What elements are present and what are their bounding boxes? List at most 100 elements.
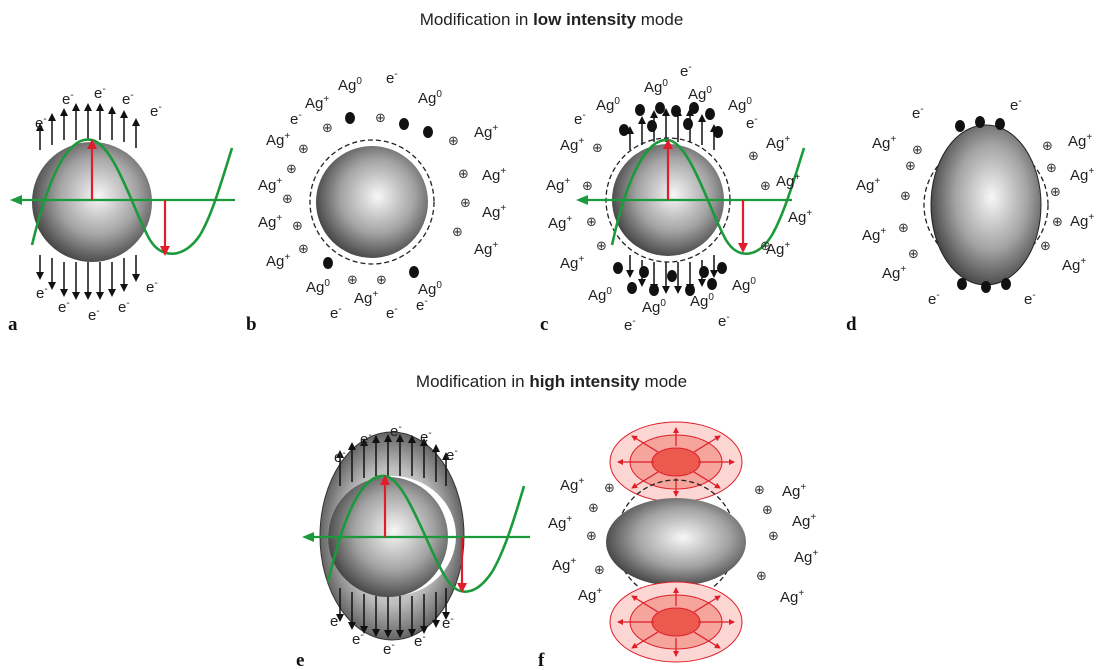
svg-text:e-: e-: [718, 312, 730, 330]
svg-text:⊕: ⊕: [376, 273, 387, 288]
panel-b: ⊕ ⊕ ⊕ ⊕ ⊕ ⊕ ⊕ ⊕ ⊕ ⊕ ⊕ ⊕ ⊕ Ag0 e- Ag0 Ag+…: [246, 69, 506, 335]
svg-text:Ag+: Ag+: [546, 176, 570, 194]
svg-text:Ag+: Ag+: [482, 166, 506, 184]
flattened-nanoparticle-f: [606, 498, 746, 586]
svg-text:⊕: ⊕: [1052, 215, 1063, 230]
svg-text:Ag+: Ag+: [266, 252, 290, 270]
svg-text:Ag+: Ag+: [776, 172, 800, 190]
hotspot-bottom-f: [609, 581, 743, 663]
svg-text:e-: e-: [680, 62, 692, 80]
silver-atom-dots-d: [955, 116, 1011, 293]
svg-text:Ag+: Ag+: [258, 213, 282, 231]
panel-a: e- e- e- e- e- e- e- e- e- e- a: [8, 84, 235, 335]
panel-label-f: f: [538, 650, 545, 670]
species-labels-d: e- e- Ag+ Ag+ Ag+ Ag+ Ag+ Ag+ Ag+ Ag+ e-…: [856, 96, 1094, 308]
svg-text:⊕: ⊕: [460, 196, 471, 211]
heading-low-intensity: Modification in low intensity mode: [0, 10, 1103, 30]
svg-text:⊕: ⊕: [586, 215, 597, 230]
svg-text:Ag0: Ag0: [596, 96, 620, 114]
svg-text:e-: e-: [574, 110, 586, 128]
svg-text:⊕: ⊕: [760, 239, 771, 254]
svg-text:⊕: ⊕: [347, 273, 358, 288]
svg-text:Ag+: Ag+: [1070, 166, 1094, 184]
svg-text:⊕: ⊕: [768, 529, 779, 544]
svg-text:e-: e-: [36, 284, 48, 302]
species-labels-c: e- Ag0 Ag0 Ag0 Ag0 e- e- Ag+ Ag+ Ag+ Ag+…: [546, 62, 812, 334]
svg-text:⊕: ⊕: [286, 162, 297, 177]
svg-text:⊕: ⊕: [582, 179, 593, 194]
svg-text:e-: e-: [624, 316, 636, 334]
svg-text:e-: e-: [330, 612, 342, 630]
species-labels-f: Ag+ Ag+ Ag+ Ag+ Ag+ Ag+ Ag+ Ag+: [548, 476, 818, 606]
svg-text:⊕: ⊕: [748, 149, 759, 164]
svg-text:Ag+: Ag+: [766, 134, 790, 152]
svg-text:Ag+: Ag+: [1068, 132, 1092, 150]
svg-text:e-: e-: [290, 110, 302, 128]
svg-text:e-: e-: [383, 640, 395, 658]
svg-text:⊕: ⊕: [604, 481, 615, 496]
panel-d: ⊕ ⊕ ⊕ ⊕ ⊕ ⊕ ⊕ ⊕ ⊕ ⊕ e- e- Ag+ Ag+ Ag+ Ag…: [846, 96, 1094, 335]
svg-text:⊕: ⊕: [596, 239, 607, 254]
panel-c: ⊕ ⊕ ⊕ ⊕ ⊕ ⊕ ⊕ e- Ag0 Ag0 Ag0 Ag0 e- e- A…: [540, 62, 812, 335]
svg-text:Ag+: Ag+: [794, 548, 818, 566]
svg-text:Ag+: Ag+: [258, 176, 282, 194]
svg-text:e-: e-: [330, 304, 342, 322]
light-wave-e: [326, 474, 526, 593]
svg-text:Ag+: Ag+: [872, 134, 896, 152]
panel-e: e- e- e- e- e- e- e- e- e- e- e: [296, 422, 530, 670]
silver-atom-dots-b: [323, 112, 433, 278]
svg-text:e-: e-: [118, 298, 130, 316]
elongated-nanoparticle-d: [930, 124, 1042, 286]
svg-text:e-: e-: [386, 304, 398, 322]
svg-text:⊕: ⊕: [754, 483, 765, 498]
svg-text:e-: e-: [88, 306, 100, 324]
svg-text:⊕: ⊕: [1042, 139, 1053, 154]
svg-text:Ag0: Ag0: [644, 78, 668, 96]
svg-text:⊕: ⊕: [762, 503, 773, 518]
silver-atom-dots-c: [613, 102, 727, 296]
svg-text:Ag+: Ag+: [862, 226, 886, 244]
svg-text:e-: e-: [928, 290, 940, 308]
svg-text:Ag+: Ag+: [482, 203, 506, 221]
heading-high-intensity: Modification in high intensity mode: [0, 372, 1103, 392]
positive-charge-markers-b: ⊕ ⊕ ⊕ ⊕ ⊕ ⊕ ⊕ ⊕ ⊕ ⊕ ⊕ ⊕ ⊕: [282, 111, 471, 288]
svg-text:e-: e-: [420, 428, 432, 446]
svg-text:Ag0: Ag0: [418, 280, 442, 298]
heading-high-suffix: mode: [639, 372, 688, 391]
panel-label-d: d: [846, 314, 857, 335]
svg-text:e-: e-: [146, 278, 158, 296]
hotspot-top-f: [609, 421, 743, 503]
svg-text:Ag+: Ag+: [560, 254, 584, 272]
svg-text:Ag+: Ag+: [782, 482, 806, 500]
svg-text:Ag+: Ag+: [856, 176, 880, 194]
svg-text:Ag+: Ag+: [1070, 212, 1094, 230]
svg-text:Ag0: Ag0: [588, 286, 612, 304]
heading-low-bold: low intensity: [533, 10, 637, 29]
svg-text:Ag0: Ag0: [688, 85, 712, 103]
svg-text:Ag+: Ag+: [788, 208, 812, 226]
svg-text:e-: e-: [334, 448, 346, 466]
svg-text:⊕: ⊕: [322, 121, 333, 136]
svg-text:⊕: ⊕: [586, 529, 597, 544]
panel-label-e: e: [296, 650, 304, 670]
svg-text:Ag+: Ag+: [882, 264, 906, 282]
svg-text:Ag0: Ag0: [306, 278, 330, 296]
svg-text:⊕: ⊕: [1046, 161, 1057, 176]
svg-text:e-: e-: [62, 90, 74, 108]
electron-oscillation-arrows-e: [336, 434, 450, 638]
positive-charge-markers-f: ⊕ ⊕ ⊕ ⊕ ⊕ ⊕ ⊕ ⊕: [586, 481, 779, 584]
svg-text:Ag0: Ag0: [642, 298, 666, 316]
electron-oscillation-arrows-a: [36, 103, 140, 300]
svg-text:e-: e-: [414, 632, 426, 650]
svg-text:e-: e-: [122, 90, 134, 108]
svg-text:Ag0: Ag0: [728, 96, 752, 114]
svg-text:e-: e-: [94, 84, 106, 102]
svg-text:Ag+: Ag+: [305, 94, 329, 112]
svg-text:e-: e-: [386, 69, 398, 87]
panel-label-b: b: [246, 314, 257, 335]
svg-text:Ag+: Ag+: [792, 512, 816, 530]
heading-low-prefix: Modification in: [419, 10, 534, 29]
svg-text:⊕: ⊕: [592, 141, 603, 156]
positive-charge-markers-d: ⊕ ⊕ ⊕ ⊕ ⊕ ⊕ ⊕ ⊕ ⊕ ⊕: [898, 139, 1063, 262]
heading-low-suffix: mode: [636, 10, 684, 29]
